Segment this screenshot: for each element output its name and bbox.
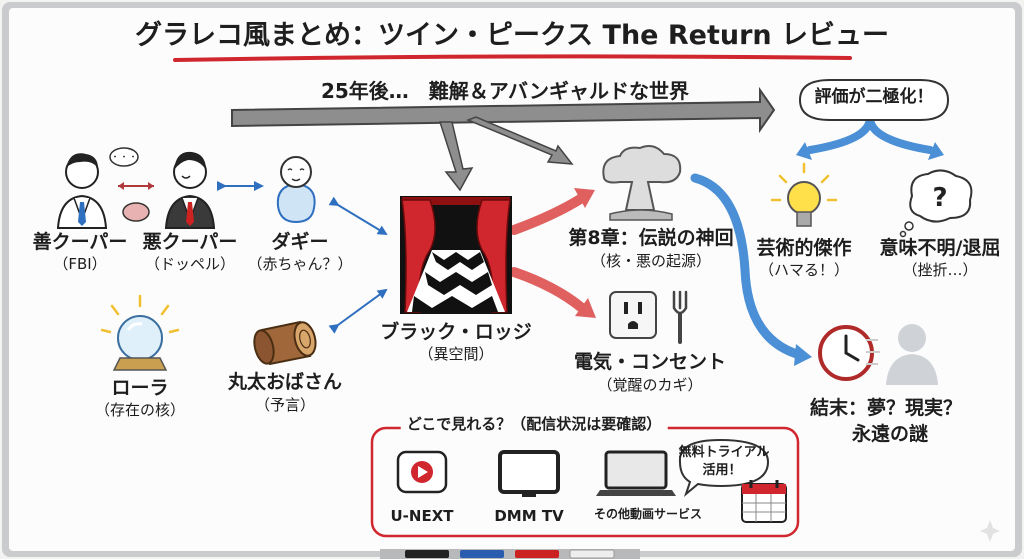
log-lady-label: 丸太おばさん (227, 371, 343, 393)
service-dmmtv[interactable]: DMM TV (494, 507, 564, 525)
trial-bubble-line1: 無料トライアル (678, 445, 770, 460)
laura-sub: （存在の核） (94, 401, 186, 419)
split-arrow-right (866, 114, 934, 154)
svg-text:・・・: ・・・ (110, 153, 137, 163)
timeline-label: 25年後… 難解＆アバンギャルドな世界 (320, 79, 690, 103)
outlet-label: 電気・コンセント (573, 351, 727, 373)
title-underline (173, 54, 852, 62)
black-lodge-label: ブラック・ロッジ (380, 321, 532, 343)
ending-line1: 結末：夢？現実？ (809, 397, 963, 419)
dougie-sub: （赤ちゃん？） (247, 255, 353, 273)
log-lady-sub: （予言） (254, 396, 316, 414)
youtube-play-icon (396, 450, 448, 494)
page-title: グラレコ風まとめ：ツイン・ピークス The Return レビュー (134, 20, 890, 51)
service-others[interactable]: その他動画サービス (593, 507, 703, 521)
question-thought-icon: ? (899, 169, 973, 238)
red-arrowhead-outlet (575, 298, 596, 318)
crystal-ball-icon (100, 294, 180, 371)
episode8-sub: （核・悪の起源） (590, 252, 712, 270)
log-icon (253, 320, 317, 366)
laura-label: ローラ (111, 377, 169, 399)
red-arrow-outlet (509, 267, 587, 313)
split-arrowhead-right (928, 142, 944, 160)
marker-tray (380, 549, 640, 559)
branch-arrow-episode8 (465, 116, 574, 165)
timeline-arrow (231, 86, 776, 134)
red-arrow-episode8 (509, 193, 587, 235)
ending-line2: 永遠の謎 (851, 423, 929, 445)
episode8-label: 第8章：伝説の神回 (568, 227, 734, 249)
red-arrowhead-episode8 (574, 188, 595, 208)
clock-icon (818, 325, 874, 381)
evil-speech-bubble-icon (122, 202, 150, 222)
service-unext[interactable]: U-NEXT (390, 507, 454, 525)
ending-arrowhead (794, 344, 812, 366)
trial-bubble-line2: 活用！ (702, 463, 742, 478)
streaming-heading: どこで見れる？（配信状況は要確認） (400, 415, 668, 434)
negative-review-label: 意味不明/退屈 (879, 237, 1001, 259)
negative-review-sub: （挫折…） (902, 261, 978, 279)
mushroom-cloud-icon (602, 145, 682, 221)
speech-bubble-icon: ・・・ (109, 147, 139, 167)
silhouette-icon (866, 324, 938, 385)
black-lodge-sub: （異空間） (418, 345, 494, 363)
marker-pen-icon (405, 549, 615, 559)
reviews-heading: 評価が二極化！ (814, 87, 934, 107)
reviews-heading-bubble (798, 79, 950, 121)
red-curtain-icon (400, 196, 512, 314)
connector-dougie-lodge (328, 196, 388, 236)
svg-text:?: ? (932, 183, 947, 213)
outlet-sub: （覚醒のカギ） (597, 376, 703, 394)
good-cooper-sub: （FBI） (53, 255, 107, 273)
split-arrowhead-left (796, 142, 812, 160)
laptop-icon (596, 450, 676, 496)
evil-cooper-label: 悪クーパー (142, 231, 238, 253)
power-outlet-icon (609, 291, 657, 339)
sparkle-icon (980, 520, 1000, 542)
positive-review-sub: （ハマる！） (758, 261, 850, 279)
positive-review-label: 芸術的傑作 (756, 237, 852, 259)
calendar-icon (741, 480, 787, 523)
trial-speech-bubble (678, 438, 770, 498)
good-cooper-label: 善クーパー (32, 231, 128, 253)
baby-icon (276, 156, 316, 224)
branch-arrow-lodge (438, 121, 474, 192)
lightbulb-icon (770, 162, 838, 227)
evil-cooper-person-icon (164, 151, 216, 229)
fork-icon (672, 290, 688, 344)
ending-arrow (690, 173, 805, 360)
evil-cooper-sub: （ドッペル） (144, 255, 236, 273)
connector-log-lodge (328, 288, 388, 334)
tv-icon (498, 450, 560, 497)
dougie-label: ダギー (271, 231, 329, 253)
good-cooper-person-icon (56, 153, 108, 229)
